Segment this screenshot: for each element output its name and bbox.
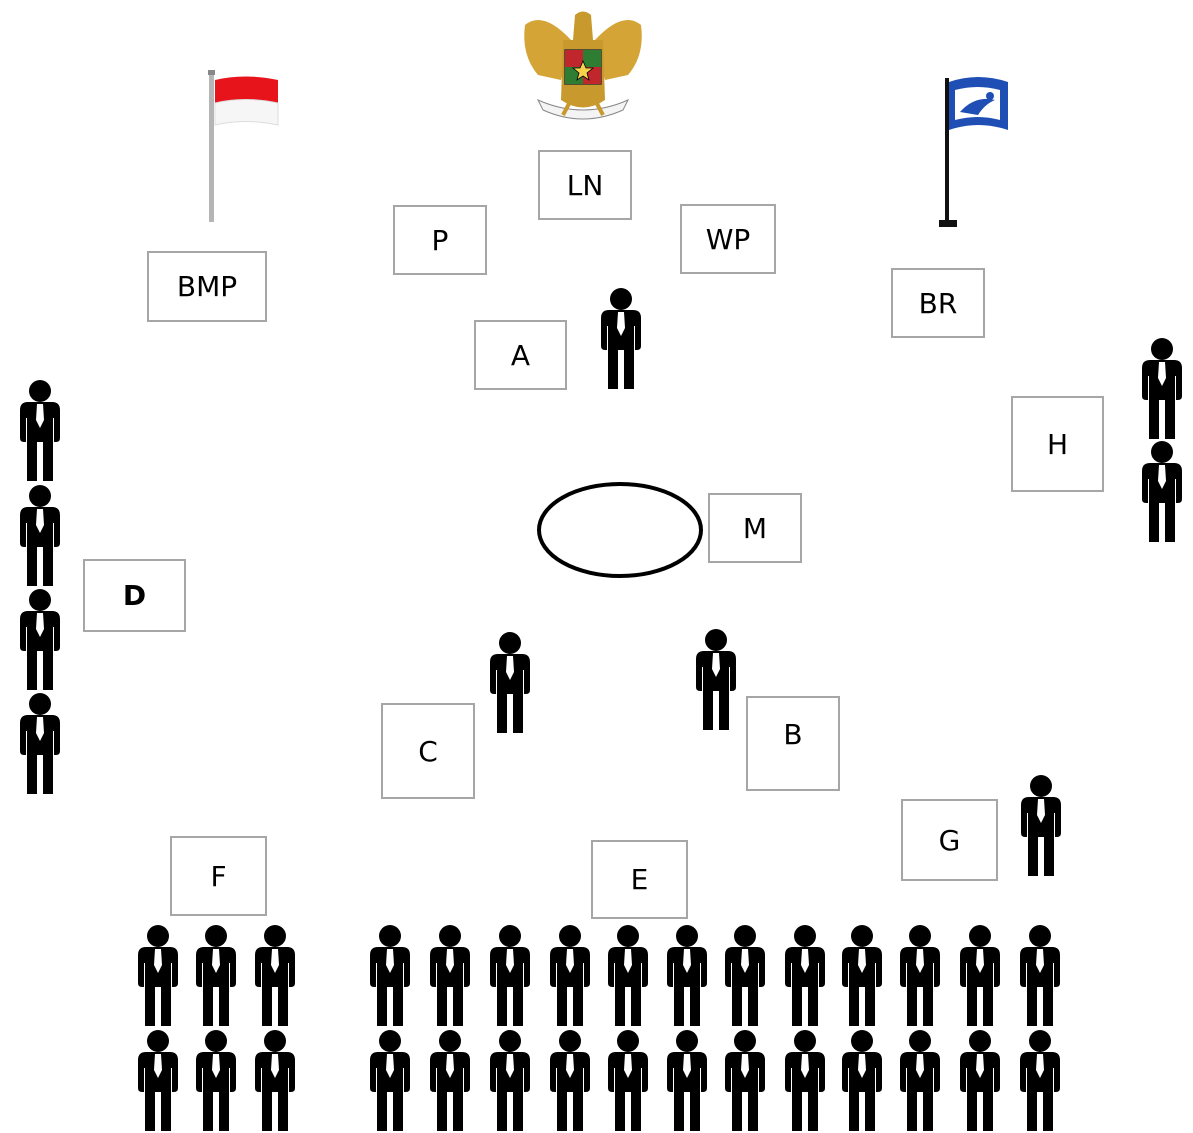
person-in-suit-icon-e-17 <box>842 925 882 1026</box>
person-in-suit-icon-f-5 <box>255 925 295 1026</box>
label-br: BR <box>918 286 958 320</box>
label-box-f: F <box>170 836 267 916</box>
label-d: D <box>122 579 147 612</box>
person-in-suit-icon-e-14 <box>725 1030 765 1131</box>
person-in-suit-icon-e-19 <box>900 925 940 1026</box>
label-g: G <box>938 823 961 857</box>
person-in-suit-icon-e-10 <box>608 1030 648 1131</box>
person-in-suit-icon-e-13 <box>725 925 765 1026</box>
label-m: M <box>742 511 768 545</box>
person-in-suit-icon-e-1 <box>370 925 410 1026</box>
label-box-e: E <box>591 840 688 919</box>
person-in-suit-icon-e-12 <box>667 1030 707 1131</box>
person-in-suit-icon-f-1 <box>138 925 178 1026</box>
organization-flag-icon <box>939 77 1008 227</box>
label-f: F <box>210 859 227 893</box>
label-box-d: D <box>83 559 186 632</box>
person-in-suit-icon-e-5 <box>490 925 530 1026</box>
label-e: E <box>630 863 649 896</box>
table-ellipse <box>537 482 703 578</box>
label-ln: LN <box>566 168 604 202</box>
person-in-suit-icon-d-2 <box>20 485 60 586</box>
label-box-h: H <box>1011 396 1104 492</box>
label-box-bmp: BMP <box>147 251 267 322</box>
label-box-b: B <box>746 696 840 791</box>
label-box-br: BR <box>891 268 985 338</box>
person-in-suit-icon-f-6 <box>255 1030 295 1131</box>
label-wp: WP <box>705 222 751 256</box>
person-in-suit-icon-e-4 <box>430 1030 470 1131</box>
person-in-suit-icon-e-7 <box>550 925 590 1026</box>
person-in-suit-icon-e-11 <box>667 925 707 1026</box>
person-in-suit-icon-f-2 <box>138 1030 178 1131</box>
person-in-suit-icon-d-4 <box>20 693 60 794</box>
person-in-suit-icon-e-21 <box>960 925 1000 1026</box>
person-in-suit-icon-e-6 <box>490 1030 530 1131</box>
person-in-suit-icon-e-2 <box>370 1030 410 1131</box>
person-in-suit-icon-e-8 <box>550 1030 590 1131</box>
person-in-suit-icon-h-2 <box>1142 441 1182 542</box>
person-in-suit-icon-g-1 <box>1021 775 1061 876</box>
label-box-c: C <box>381 703 475 799</box>
label-p: P <box>431 223 449 257</box>
person-in-suit-icon-e-24 <box>1020 1030 1060 1131</box>
indonesia-flag-icon <box>208 70 279 222</box>
label-bmp: BMP <box>176 270 238 303</box>
person-in-suit-icon-e-22 <box>960 1030 1000 1131</box>
person-in-suit-icon-f-3 <box>196 925 236 1026</box>
person-in-suit-icon-d-3 <box>20 589 60 690</box>
person-in-suit-icon-f-4 <box>196 1030 236 1131</box>
person-in-suit-icon-e-15 <box>785 925 825 1026</box>
label-box-p: P <box>393 205 487 275</box>
person-in-suit-icon-e-9 <box>608 925 648 1026</box>
person-in-suit-icon-e-3 <box>430 925 470 1026</box>
label-a: A <box>510 338 531 372</box>
person-in-suit-icon-c-1 <box>490 632 530 733</box>
garuda-emblem-icon <box>524 11 642 120</box>
person-in-suit-icon-e-23 <box>1020 925 1060 1026</box>
label-c: C <box>418 734 438 768</box>
person-in-suit-icon-e-16 <box>785 1030 825 1131</box>
label-b: B <box>783 718 803 751</box>
person-in-suit-icon-e-18 <box>842 1030 882 1131</box>
label-box-ln: LN <box>538 150 632 220</box>
person-in-suit-icon-h-1 <box>1142 338 1182 439</box>
label-box-g: G <box>901 799 998 881</box>
label-box-m: M <box>708 493 802 563</box>
label-box-a: A <box>474 320 567 390</box>
person-in-suit-icon-a-1 <box>601 288 641 389</box>
person-in-suit-icon-e-20 <box>900 1030 940 1131</box>
label-h: H <box>1046 427 1069 461</box>
label-box-wp: WP <box>680 204 776 274</box>
person-in-suit-icon-d-1 <box>20 380 60 481</box>
person-in-suit-icon-b-1 <box>696 629 736 730</box>
